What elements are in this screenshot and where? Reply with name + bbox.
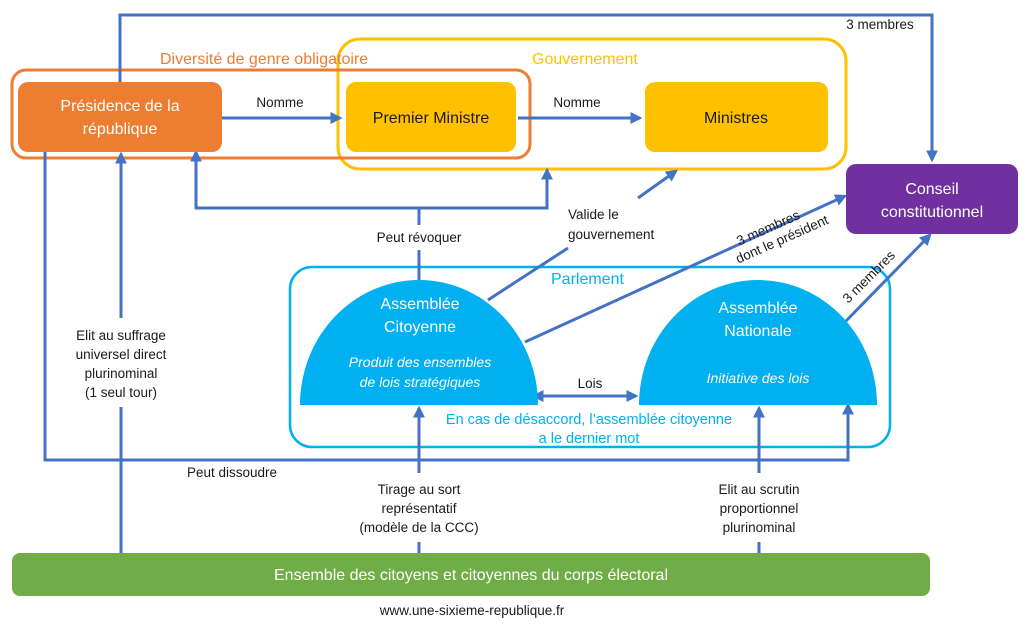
citoyens-label: Ensemble des citoyens et citoyennes du c… <box>274 567 668 584</box>
presidence-label-line2: république <box>83 121 158 138</box>
assemblee-citoyenne-desc-line2: de lois stratégiques <box>360 374 481 390</box>
assemblee-nationale-label-line1: Assemblée <box>718 300 797 317</box>
trois-membres-top-label: 3 membres <box>846 17 914 32</box>
connector-ac-conseil <box>524 194 848 344</box>
premier-ministre-node[interactable]: Premier Ministre <box>346 82 516 152</box>
diversite-group-label: Diversité de genre obligatoire <box>160 51 368 68</box>
elit-an-label-line1: Elit au scrutin <box>718 482 799 497</box>
assemblee-citoyenne-desc-line1: Produit des ensembles <box>349 354 491 370</box>
connector-dissoudre <box>43 152 854 462</box>
elit-an-label-line2: proportionnel <box>720 501 799 516</box>
peut-dissoudre-label: Peut dissoudre <box>187 465 277 480</box>
assemblee-nationale-node[interactable]: Assemblée Nationale Initiative des lois <box>639 280 877 405</box>
diversite-group-frame <box>10 68 532 160</box>
parlement-group-frame <box>288 265 892 449</box>
gouvernement-group-frame <box>336 37 848 171</box>
connector-revoquer-president <box>190 149 419 210</box>
conseil-constitutionnel-node[interactable]: Conseil constitutionnel <box>846 164 1018 234</box>
elit-an-label-line3: plurinominal <box>723 520 796 535</box>
nomme-pm-label: Nomme <box>256 95 303 110</box>
conseil-label-line1: Conseil <box>905 181 958 198</box>
footer-url[interactable]: www.une-sixieme-republique.fr <box>379 603 565 618</box>
elit-president-label-line1: Elit au suffrage <box>76 328 166 343</box>
connector-an-conseil <box>844 233 932 323</box>
assemblee-citoyenne-label-line1: Assemblée <box>380 296 459 313</box>
lois-label: Lois <box>578 376 603 391</box>
citoyens-node[interactable]: Ensemble des citoyens et citoyennes du c… <box>12 553 930 596</box>
ministres-node[interactable]: Ministres <box>645 82 828 152</box>
assemblee-citoyenne-node[interactable]: Assemblée Citoyenne Produit des ensemble… <box>300 280 538 405</box>
valide-label-line2: gouvernement <box>568 227 655 242</box>
assemblee-nationale-desc: Initiative des lois <box>707 370 810 386</box>
valide-label-line1: Valide le <box>568 207 619 222</box>
assemblee-nationale-label-line2: Nationale <box>724 323 792 340</box>
tirage-label-line3: (modèle de la CCC) <box>359 520 478 535</box>
assemblee-citoyenne-label-line2: Citoyenne <box>384 319 456 336</box>
connector-valide-upper <box>637 169 678 200</box>
connector-president-conseil <box>118 13 938 163</box>
desaccord-label-line2: a le dernier mot <box>539 431 640 447</box>
presidence-node[interactable]: Présidence de la république <box>18 82 222 152</box>
connector-valide-lower <box>487 246 569 302</box>
peut-revoquer-label: Peut révoquer <box>377 230 462 245</box>
connector-revoquer-gouvernement <box>419 167 553 210</box>
parlement-group-label: Parlement <box>551 271 624 288</box>
premier-ministre-label: Premier Ministre <box>373 110 490 127</box>
nomme-ministres-label: Nomme <box>553 95 600 110</box>
tirage-label-line2: représentatif <box>381 501 456 516</box>
conseil-label-line2: constitutionnel <box>881 204 983 221</box>
ministres-label: Ministres <box>704 110 768 127</box>
ac-conseil-label: 3 membres dont le président <box>733 207 831 266</box>
elit-president-label-line2: universel direct <box>76 347 167 362</box>
desaccord-label-line1: En cas de désaccord, l’assemblée citoyen… <box>446 412 732 428</box>
elit-president-label-line3: plurinominal <box>85 366 158 381</box>
elit-president-label-line4: (1 seul tour) <box>85 385 157 400</box>
gouvernement-group-label: Gouvernement <box>532 51 638 68</box>
presidence-label-line1: Présidence de la <box>60 98 179 115</box>
tirage-label-line1: Tirage au sort <box>378 482 461 497</box>
